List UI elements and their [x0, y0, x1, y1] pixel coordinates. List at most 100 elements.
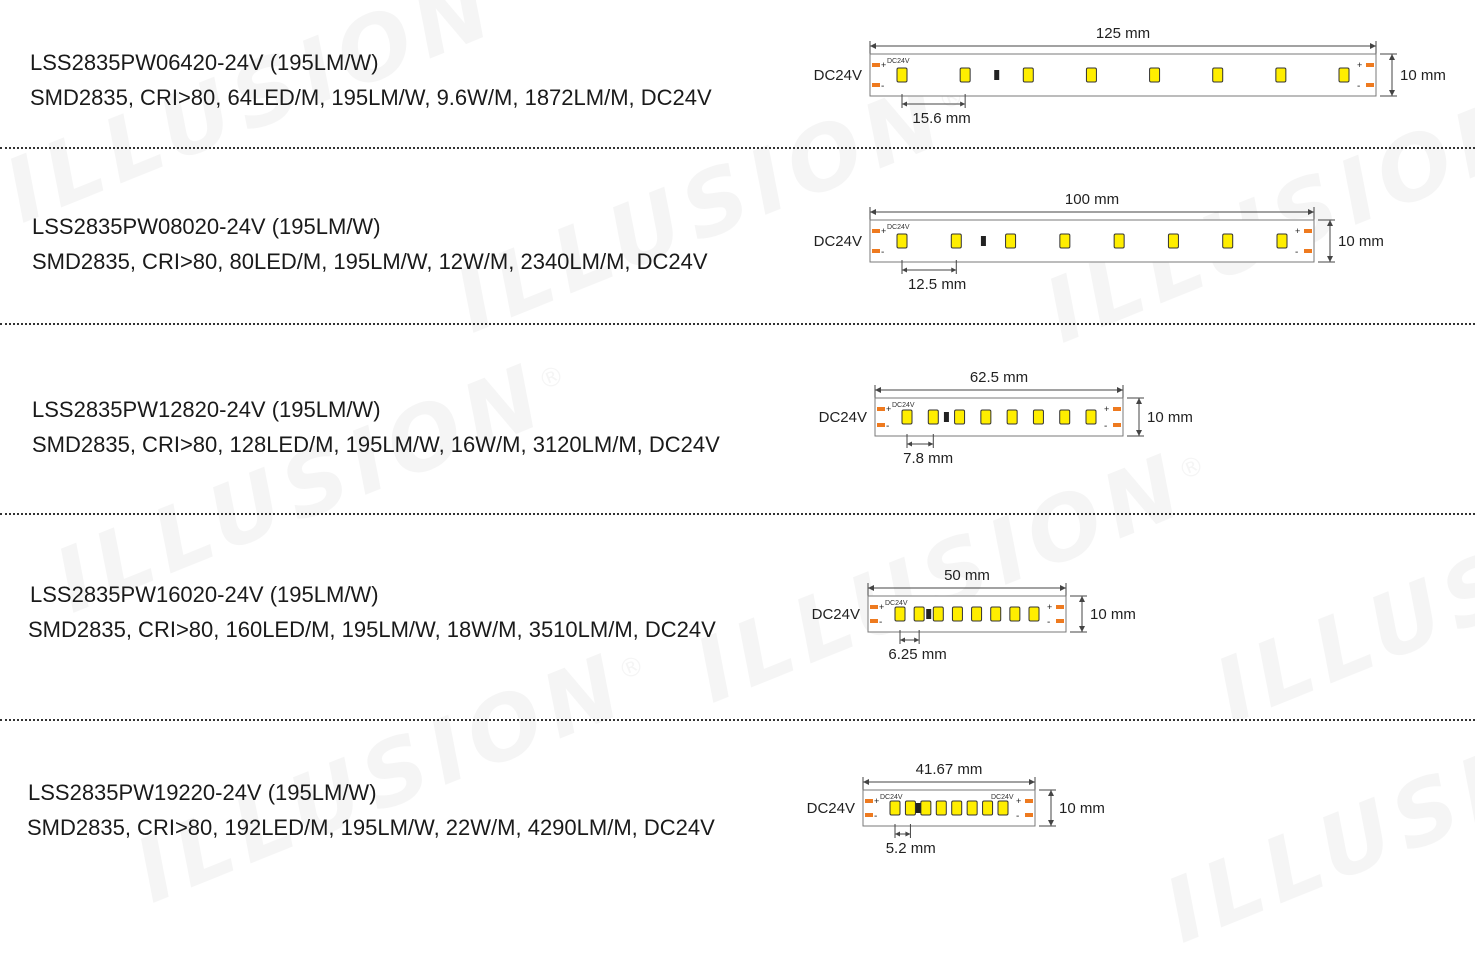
solder-pad — [865, 799, 873, 803]
product-title: LSS2835PW06420-24V (195LM/W) — [30, 50, 379, 75]
pcb-label: DC24V — [991, 794, 1014, 801]
solder-pad — [877, 407, 885, 411]
section-divider — [0, 513, 1475, 515]
solder-pad — [872, 83, 880, 87]
length-label: 62.5 mm — [970, 369, 1028, 386]
led-chip — [990, 606, 1002, 622]
led-chip — [920, 800, 932, 816]
led-chip — [1167, 233, 1179, 249]
width-label: 10 mm — [1147, 409, 1193, 426]
led-chip — [1059, 409, 1071, 425]
plus-mark: + — [1047, 602, 1052, 612]
led-chip — [935, 800, 947, 816]
solder-pad — [872, 63, 880, 67]
led-chip — [1212, 67, 1224, 83]
arrowhead — [863, 779, 869, 785]
arrowhead — [895, 831, 900, 837]
arrowhead — [875, 387, 881, 393]
solder-pad — [1366, 83, 1374, 87]
arrowhead — [914, 637, 920, 643]
solder-pad — [1025, 813, 1033, 817]
pitch-label: 5.2 mm — [886, 840, 936, 857]
voltage-label: DC24V — [814, 67, 862, 84]
resistor-chip — [980, 236, 986, 246]
section-divider — [0, 719, 1475, 721]
arrowhead — [1079, 596, 1085, 602]
resistor-chip — [915, 803, 921, 813]
led-chip — [1222, 233, 1234, 249]
solder-pad — [872, 229, 880, 233]
pitch-label: 7.8 mm — [903, 450, 953, 467]
product-title: LSS2835PW08020-24V (195LM/W) — [32, 214, 381, 239]
arrowhead — [1029, 779, 1035, 785]
minus-mark: - — [879, 617, 882, 628]
solder-pad — [872, 249, 880, 253]
length-label: 41.67 mm — [916, 761, 983, 778]
led-chip — [927, 409, 939, 425]
arrowhead — [868, 585, 874, 591]
led-chip — [896, 233, 908, 249]
solder-pad — [1113, 423, 1121, 427]
solder-pad — [1366, 63, 1374, 67]
plus-mark: + — [881, 226, 886, 236]
arrowhead — [1389, 54, 1395, 60]
product-row: LSS2835PW19220-24V (195LM/W) SMD2835, CR… — [0, 722, 1475, 884]
arrowhead — [870, 43, 876, 49]
arrowhead — [928, 441, 934, 447]
pcb-label: DC24V — [880, 794, 903, 801]
plus-mark: + — [881, 60, 886, 70]
pcb-label: DC24V — [887, 224, 910, 231]
pcb-label: DC24V — [892, 402, 915, 409]
minus-mark: - — [1295, 247, 1298, 258]
solder-pad — [870, 605, 878, 609]
voltage-label: DC24V — [812, 606, 860, 623]
plus-mark: + — [886, 404, 891, 414]
voltage-label: DC24V — [819, 409, 867, 426]
led-chip — [951, 606, 963, 622]
led-chip — [982, 800, 994, 816]
plus-mark: + — [1016, 796, 1021, 806]
arrowhead — [902, 267, 907, 273]
arrowhead — [1308, 209, 1314, 215]
arrowhead — [1370, 43, 1376, 49]
led-chip — [1113, 233, 1125, 249]
pitch-label: 15.6 mm — [912, 110, 970, 127]
arrowhead — [907, 441, 912, 447]
arrowhead — [902, 101, 907, 107]
led-chip — [971, 606, 983, 622]
led-chip — [1005, 233, 1017, 249]
minus-mark: - — [881, 81, 884, 92]
solder-pad — [865, 813, 873, 817]
led-chip — [1032, 409, 1044, 425]
led-chip — [951, 800, 963, 816]
arrowhead — [1048, 820, 1054, 826]
width-label: 10 mm — [1059, 800, 1105, 817]
arrowhead — [1327, 220, 1333, 226]
minus-mark: - — [1357, 81, 1360, 92]
length-label: 50 mm — [944, 567, 990, 584]
strip-body — [869, 53, 1377, 97]
led-chip — [980, 409, 992, 425]
plus-mark: + — [1104, 404, 1109, 414]
led-chip — [901, 409, 913, 425]
pcb-label: DC24V — [887, 58, 910, 65]
solder-pad — [1056, 619, 1064, 623]
product-specs: SMD2835, CRI>80, 80LED/M, 195LM/W, 12W/M… — [32, 249, 708, 274]
led-chip — [1338, 67, 1350, 83]
minus-mark: - — [1047, 617, 1050, 628]
led-chip — [959, 67, 971, 83]
minus-mark: - — [881, 247, 884, 258]
led-chip — [1028, 606, 1040, 622]
led-chip — [1276, 233, 1288, 249]
led-chip — [1006, 409, 1018, 425]
resistor-chip — [943, 412, 949, 422]
solder-pad — [1304, 249, 1312, 253]
led-chip — [1275, 67, 1287, 83]
led-chip — [896, 67, 908, 83]
plus-mark: + — [1357, 60, 1362, 70]
section-divider — [0, 323, 1475, 325]
plus-mark: + — [1295, 226, 1300, 236]
